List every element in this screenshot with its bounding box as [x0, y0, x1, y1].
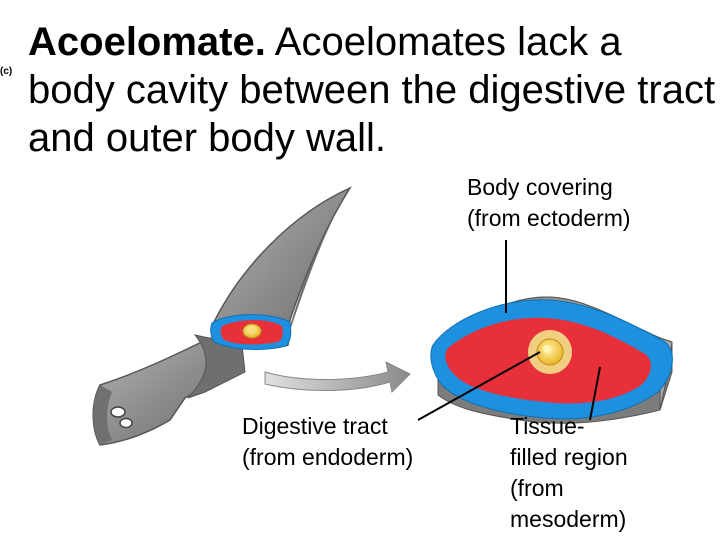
eyespot-icon [110, 406, 126, 418]
eyespot-icon [119, 417, 133, 429]
slide-title: Acoelomate. Acoelomates lack a body cavi… [28, 18, 718, 162]
flatworm-head-section [210, 186, 352, 350]
label-line: (from [510, 475, 564, 501]
cross-section [430, 296, 673, 424]
flatworm-tail-section [92, 334, 246, 446]
label-line: (from ectoderm) [467, 205, 631, 231]
label-line: Digestive tract [242, 413, 388, 439]
tissue-region-leader-line [589, 366, 601, 421]
label-line: (from endoderm) [242, 444, 414, 470]
title-text: Acoelomates lack a body cavity between t… [28, 20, 716, 160]
label-line: Body covering [467, 174, 613, 200]
digestive-tract-leader-line [417, 351, 541, 421]
label-line: Tissue- [510, 413, 585, 439]
label-body-covering: Body covering (from ectoderm) [467, 172, 717, 234]
label-tissue-filled-region: Tissue- filled region (from mesoderm) [510, 411, 710, 535]
label-line: mesoderm) [510, 506, 627, 532]
title-term: Acoelomate. [28, 20, 266, 64]
label-digestive-tract: Digestive tract (from endoderm) [242, 411, 472, 473]
magnify-arrow [264, 361, 411, 394]
label-line: filled region [510, 444, 628, 470]
panel-label: (c) [0, 66, 13, 77]
